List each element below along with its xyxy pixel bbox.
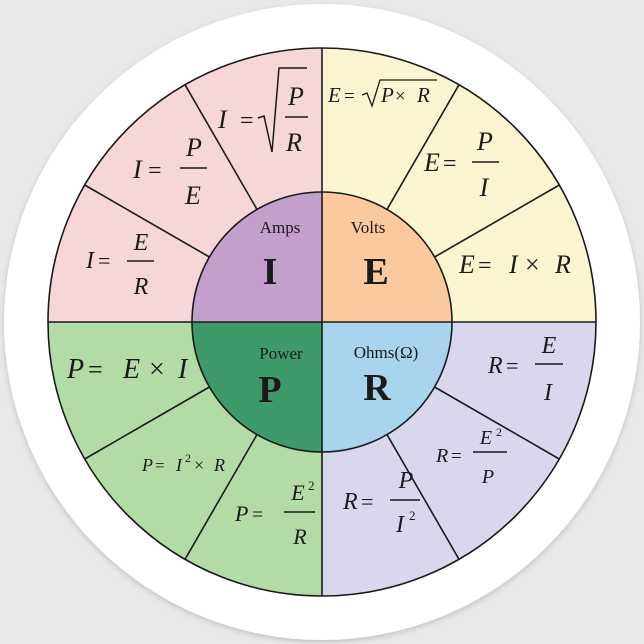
formula-term: I: [175, 455, 183, 475]
current-formula-3: I= ER: [85, 230, 154, 300]
formula-lhs: E: [458, 250, 475, 279]
times-sign: ×: [194, 455, 204, 475]
formula-term: I: [177, 354, 189, 385]
formula-lhs: I: [132, 155, 143, 184]
current-divider-1: [84, 184, 210, 258]
formula-numerator: E: [479, 427, 492, 449]
formula-numerator: P: [287, 82, 304, 111]
current-formula-sqrt: I = PR: [217, 67, 308, 157]
formula-term: P: [380, 83, 394, 107]
formula-term: R: [213, 455, 225, 475]
resistance-label: Ohms(Ω): [354, 343, 419, 362]
formula-lhs: R: [342, 489, 358, 515]
center-labels: Amps I Volts E Power P Ohms(Ω) R: [258, 218, 418, 411]
power-formula-1: P= E × I: [66, 354, 189, 385]
equals-sign: =: [443, 151, 457, 177]
radical-sign: [361, 79, 437, 108]
equals-sign: =: [344, 86, 355, 107]
power-divider-1: [184, 434, 258, 560]
formula-lhs: E: [327, 83, 341, 107]
resistance-divider-1: [434, 386, 560, 460]
equals-sign: =: [506, 353, 518, 378]
equals-sign: =: [361, 489, 373, 514]
sector-dividers: [84, 84, 560, 560]
formula-denominator: I: [479, 173, 490, 202]
equals-sign: =: [252, 504, 263, 526]
times-sign: ×: [395, 86, 406, 107]
formula-exponent: 2: [409, 508, 416, 523]
formula-numerator: E: [290, 480, 305, 505]
formula-exponent: 2: [308, 478, 315, 493]
voltage-divider-2: [434, 184, 560, 258]
current-symbol: I: [263, 251, 278, 293]
formula-denominator: P: [481, 466, 494, 488]
formula-numerator: E: [133, 230, 149, 256]
current-formula-2: I= PE: [132, 133, 207, 210]
voltage-symbol: E: [363, 251, 388, 293]
equals-sign: =: [98, 248, 110, 273]
power-divider-2: [84, 386, 210, 460]
formula-denominator: I: [395, 512, 405, 538]
voltage-label: Volts: [351, 218, 386, 237]
current-label: Amps: [260, 218, 301, 237]
voltage-formula-sqrt: E= P× R: [327, 79, 437, 108]
current-center: [192, 192, 322, 322]
formula-numerator: P: [398, 468, 414, 494]
resistance-divider-2: [386, 434, 460, 560]
equals-sign: =: [88, 355, 103, 384]
equals-sign: =: [478, 253, 492, 279]
power-label: Power: [259, 344, 303, 363]
formula-lhs: I: [85, 248, 95, 274]
formula-numerator: E: [541, 333, 557, 359]
formula-numerator: P: [185, 133, 202, 162]
formula-denominator: R: [285, 128, 302, 157]
formula-denominator: E: [184, 181, 201, 210]
formula-lhs: R: [435, 445, 448, 467]
formula-lhs: E: [423, 148, 440, 177]
formula-lhs: P: [234, 501, 248, 526]
formula-denominator: I: [543, 380, 553, 406]
equals-sign: =: [155, 456, 165, 475]
power-symbol: P: [258, 369, 281, 411]
voltage-formula-3: E= I× R: [458, 250, 571, 279]
formula-exponent: 2: [185, 451, 191, 465]
equals-sign: =: [148, 158, 162, 184]
radical-sign: [257, 67, 307, 153]
formula-numerator: P: [476, 127, 493, 156]
times-sign: ×: [149, 354, 165, 385]
resistance-center: [322, 322, 452, 452]
voltage-divider-1: [386, 84, 460, 210]
formula-denominator: R: [133, 274, 149, 300]
voltage-center: [322, 192, 452, 322]
formula-term: R: [554, 250, 571, 279]
times-sign: ×: [525, 250, 540, 279]
equals-sign: =: [451, 446, 462, 467]
current-divider-2: [184, 84, 258, 210]
equals-sign: =: [240, 108, 254, 134]
formula-lhs: I: [217, 105, 228, 134]
power-center: [192, 322, 322, 452]
formula-term: E: [122, 354, 140, 385]
voltage-formula-2: E= PI: [423, 127, 499, 202]
formula-lhs: P: [141, 455, 153, 475]
formula-lhs: P: [66, 354, 84, 385]
formula-exponent: 2: [496, 425, 502, 439]
formula-term: I: [508, 250, 519, 279]
formula-lhs: R: [487, 353, 503, 379]
formula-term: R: [416, 83, 430, 107]
resistance-symbol: R: [363, 367, 391, 409]
resistance-formula-1: R= EI: [487, 333, 563, 406]
formula-denominator: R: [292, 524, 307, 549]
